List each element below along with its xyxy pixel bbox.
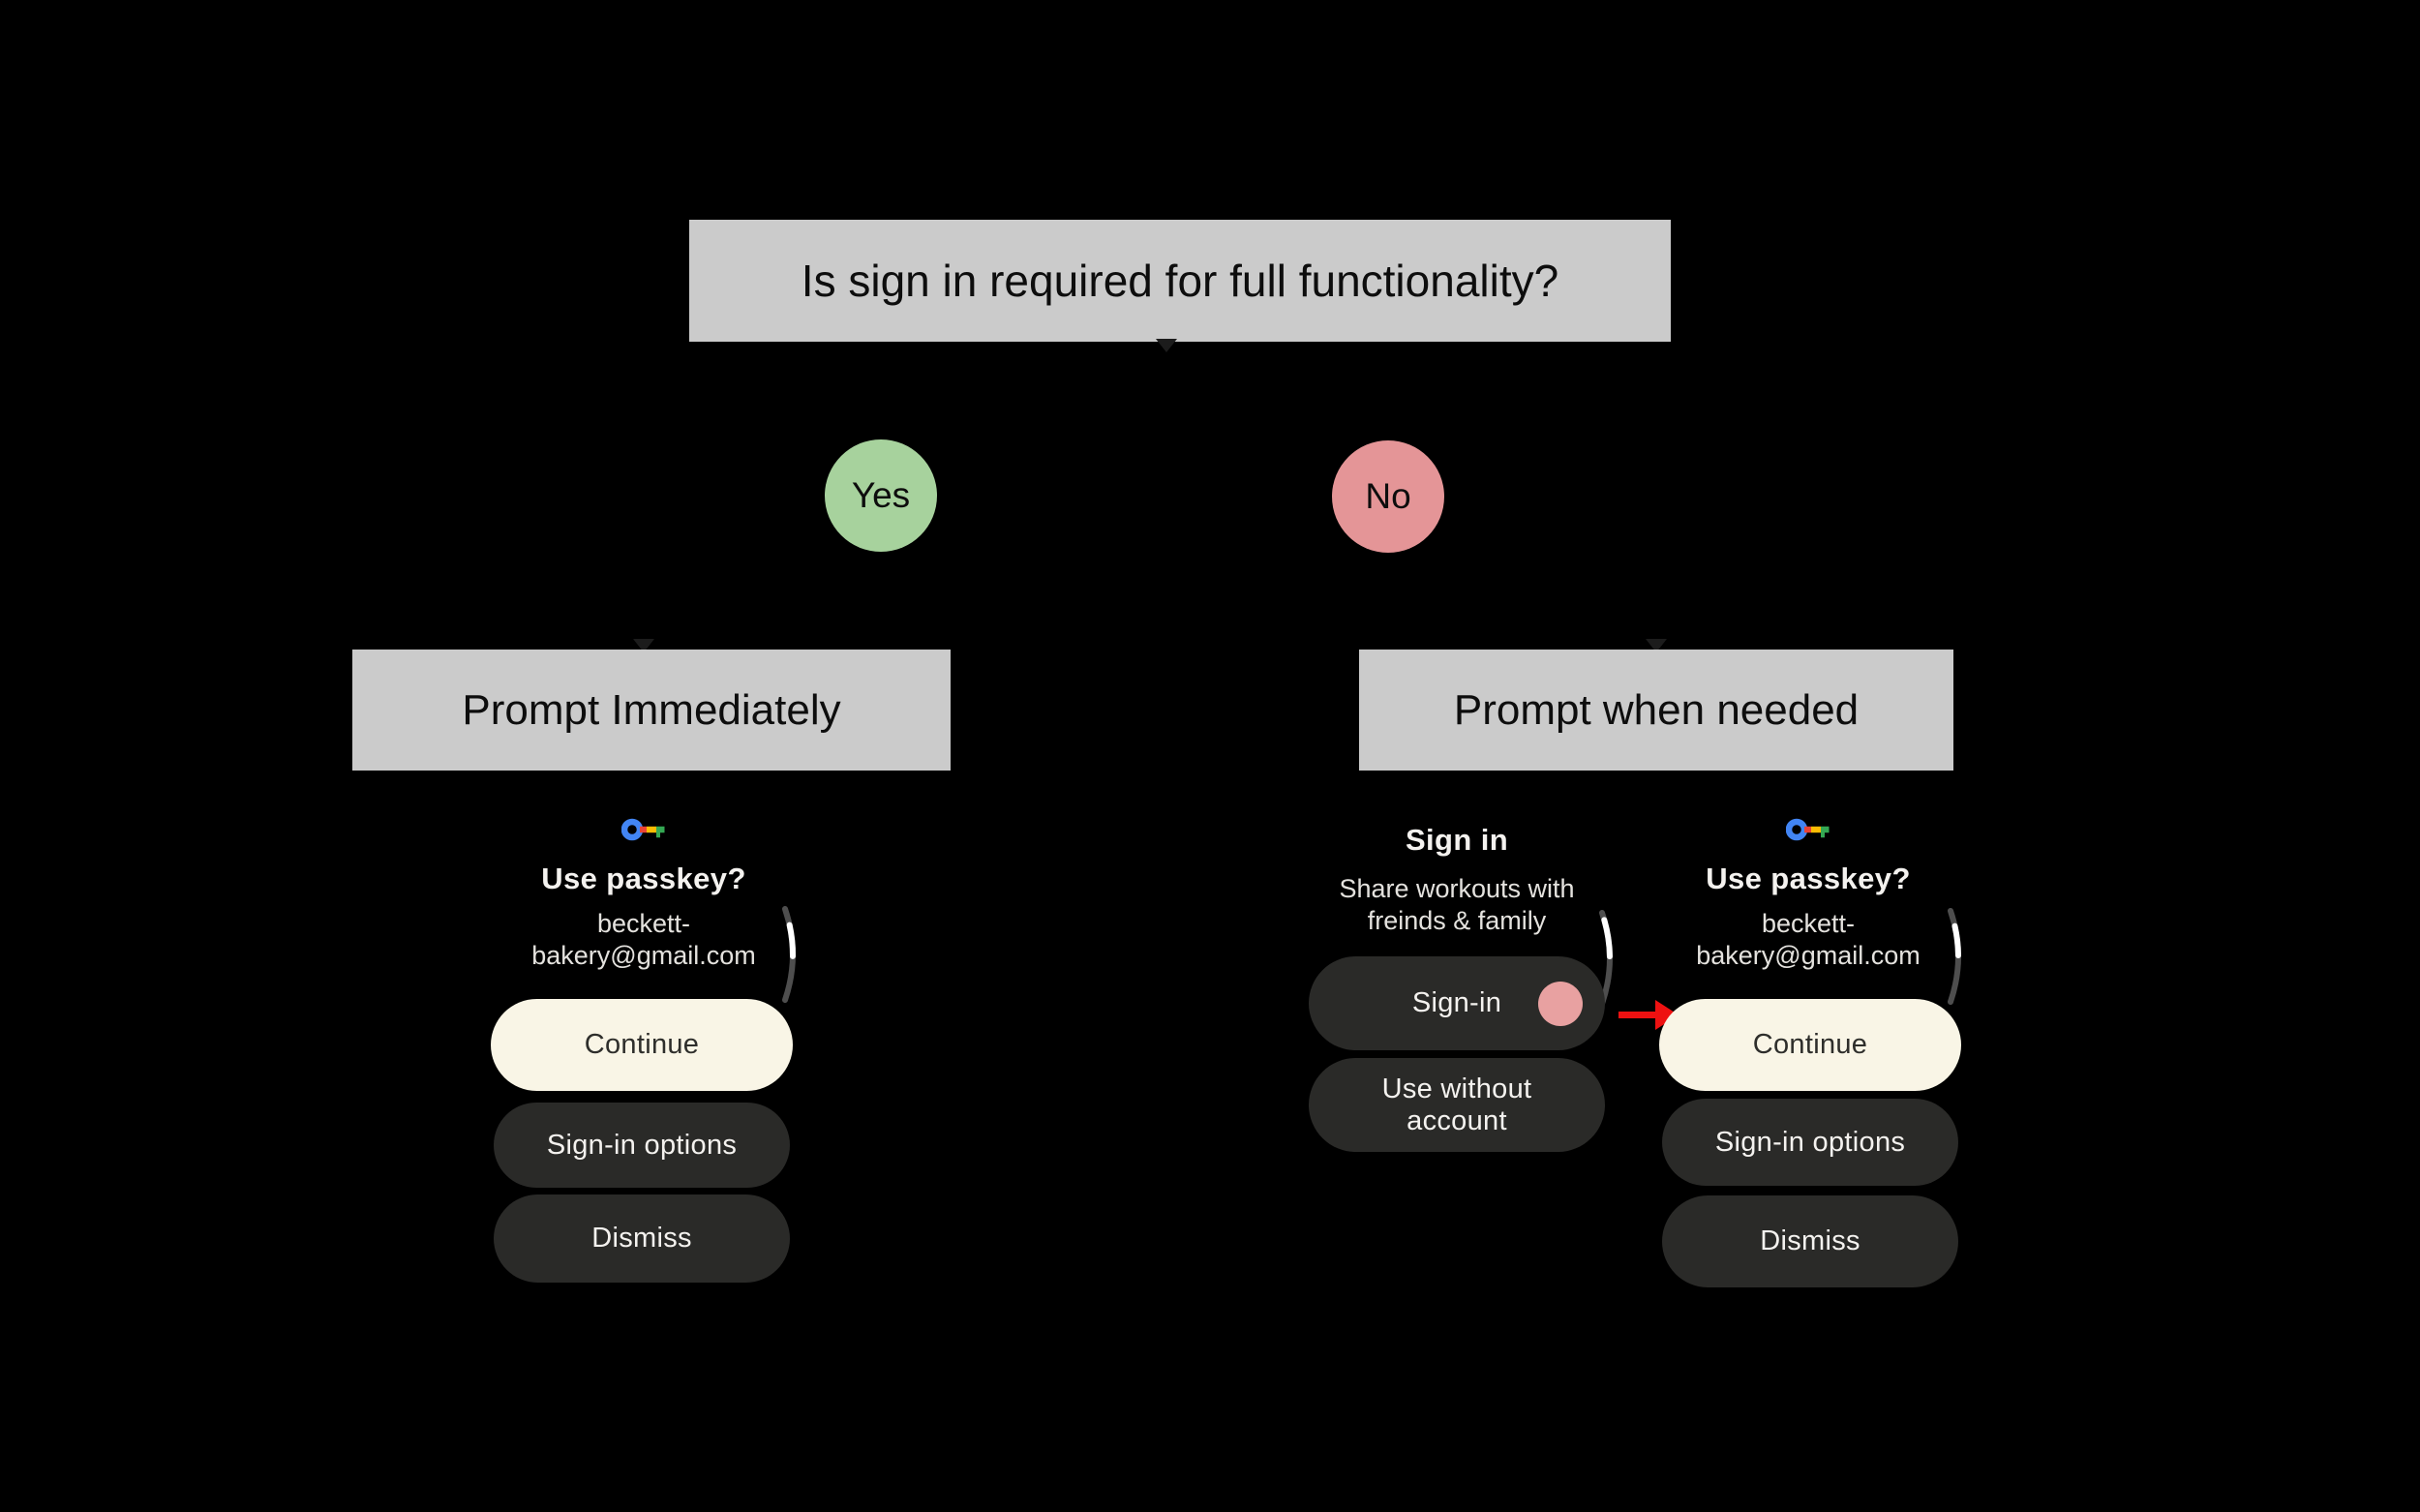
continue-label: Continue [584, 1029, 700, 1060]
scroll-indicator[interactable] [780, 906, 803, 1003]
sign-in-label: Sign-in [1411, 987, 1502, 1018]
use-without-account-button[interactable]: Use without account [1309, 1058, 1605, 1152]
dismiss-label: Dismiss [1760, 1225, 1860, 1256]
continue-button[interactable]: Continue [491, 999, 793, 1091]
use-without-line2: account [1407, 1104, 1507, 1136]
sign-in-options-button[interactable]: Sign-in options [494, 1103, 790, 1188]
scroll-indicator[interactable] [1946, 908, 1969, 1005]
connector-arrowhead [1646, 639, 1667, 652]
branch-yes-text: Prompt Immediately [462, 685, 841, 734]
branch-title-immediate: Prompt Immediately [352, 650, 951, 771]
account-line1: beckett- [1761, 909, 1856, 938]
account-line1: beckett- [596, 909, 691, 938]
flow-arrow-icon [1618, 1000, 1679, 1030]
dismiss-label: Dismiss [591, 1223, 692, 1254]
use-without-line1: Use without [1381, 1073, 1532, 1104]
connector-arrowhead [1156, 339, 1177, 352]
dismiss-button[interactable]: Dismiss [494, 1194, 790, 1283]
question-box: Is sign in required for full functionali… [689, 220, 1671, 342]
continue-label: Continue [1752, 1029, 1868, 1060]
passkey-account: beckett- bakery@gmail.com [489, 908, 799, 972]
subtitle-line1: Share workouts with [1339, 874, 1575, 903]
no-node: No [1332, 440, 1444, 553]
scroll-indicator[interactable] [1597, 910, 1620, 1007]
sign-in-options-label: Sign-in options [546, 1129, 738, 1161]
passkey-icon [1786, 818, 1830, 841]
branch-no-text: Prompt when needed [1453, 685, 1860, 734]
yes-label: Yes [851, 475, 911, 515]
dismiss-button[interactable]: Dismiss [1662, 1195, 1958, 1287]
sign-in-options-button[interactable]: Sign-in options [1662, 1099, 1958, 1186]
sign-in-title: Sign in [1405, 823, 1509, 857]
yes-node: Yes [825, 439, 937, 552]
passkey-icon [621, 818, 665, 841]
passkey-title: Use passkey? [541, 862, 746, 895]
account-line2: bakery@gmail.com [1696, 941, 1921, 970]
passkey-account: beckett- bakery@gmail.com [1653, 908, 1963, 972]
branch-title-needed: Prompt when needed [1359, 650, 1953, 771]
connector-arrowhead [633, 639, 654, 652]
subtitle-line2: freinds & family [1367, 906, 1547, 935]
continue-button[interactable]: Continue [1659, 999, 1961, 1091]
tap-indicator [1538, 981, 1583, 1026]
no-label: No [1365, 476, 1411, 516]
sign-in-options-label: Sign-in options [1714, 1126, 1906, 1158]
account-line2: bakery@gmail.com [531, 941, 756, 970]
sign-in-button[interactable]: Sign-in [1309, 956, 1605, 1050]
passkey-title: Use passkey? [1706, 862, 1911, 895]
question-text: Is sign in required for full functionali… [801, 256, 1559, 306]
sign-in-subtitle: Share workouts with freinds & family [1297, 873, 1617, 937]
